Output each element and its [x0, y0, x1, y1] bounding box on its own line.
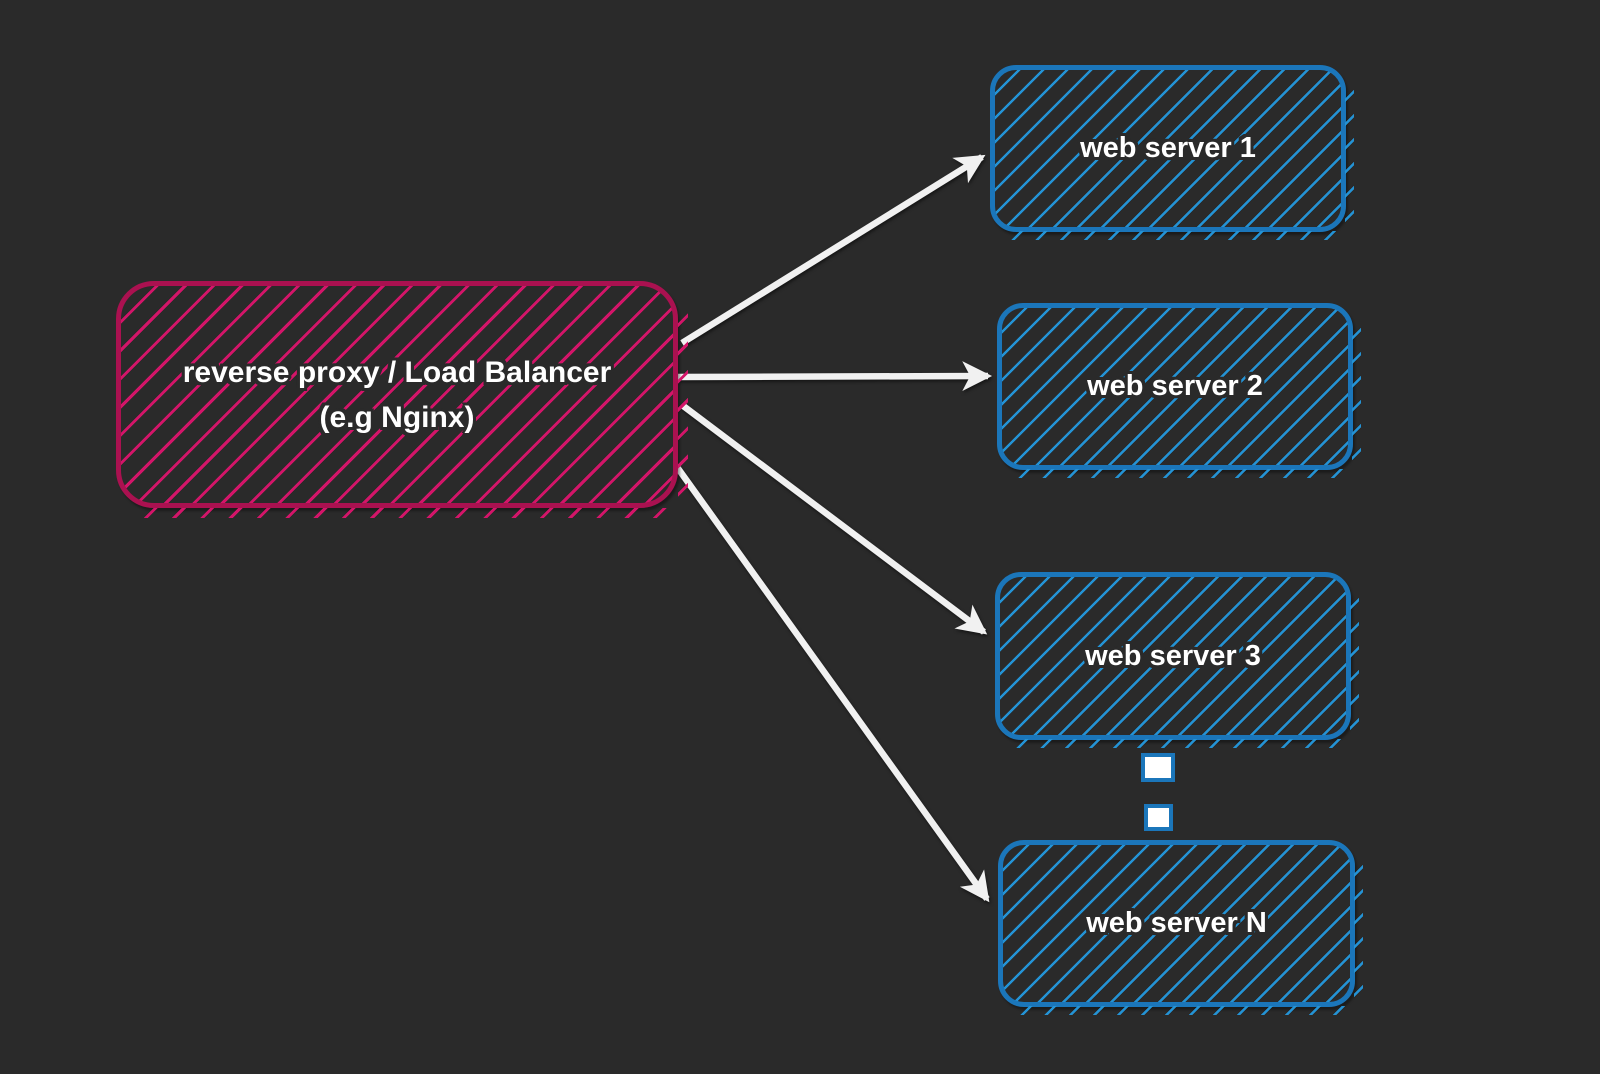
node-web-server-2[interactable]: web server 2 [997, 303, 1361, 478]
arrow-to-web-server-2[interactable] [675, 361, 993, 391]
ellipsis-square-2[interactable] [1144, 804, 1173, 831]
node-load-balancer[interactable]: reverse proxy / Load Balancer (e.g Nginx… [116, 281, 688, 518]
node-web-server-3[interactable]: web server 3 [995, 572, 1359, 748]
web-server-1-label: web server 1 [1080, 132, 1256, 164]
web-server-3-label: web server 3 [1085, 639, 1261, 672]
node-web-server-n[interactable]: web server N [998, 840, 1363, 1015]
ellipsis-square-1[interactable] [1141, 753, 1175, 782]
load-balancer-label-line1: reverse proxy / Load Balancer [182, 355, 612, 389]
node-web-server-1[interactable]: web server 1 [990, 65, 1354, 240]
web-server-n-label: web server N [1086, 907, 1267, 939]
load-balancer-label: reverse proxy / Load Balancer (e.g Nginx… [183, 350, 612, 440]
web-server-2-label: web server 2 [1087, 370, 1263, 402]
load-balancer-label-line2: (e.g Nginx) [319, 400, 475, 434]
arrow-to-web-server-3[interactable] [680, 402, 988, 635]
arrow-to-web-server-1[interactable] [680, 154, 986, 346]
arrow-to-web-server-n[interactable] [674, 465, 990, 903]
